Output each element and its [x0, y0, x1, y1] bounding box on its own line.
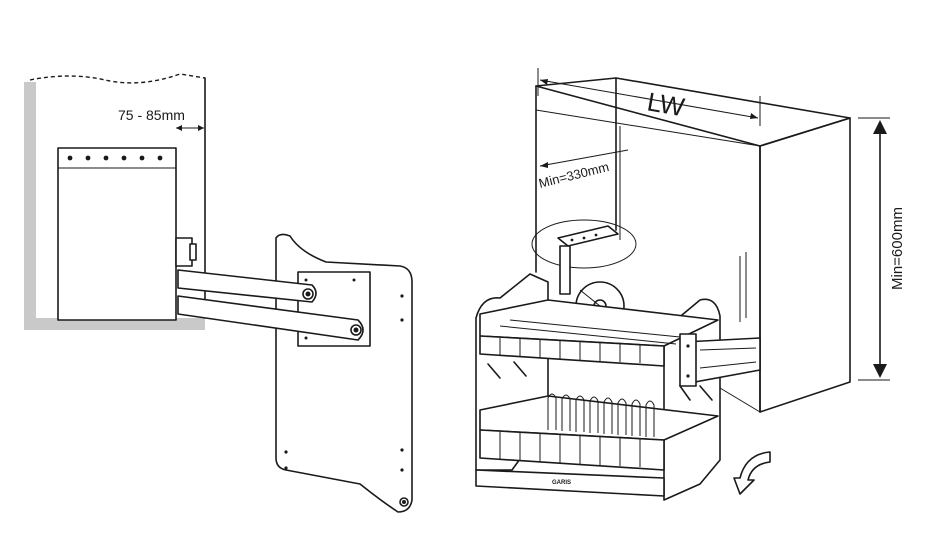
top-bracket — [557, 225, 619, 247]
width-dimension-line — [539, 79, 759, 119]
mounting-holes — [67, 155, 163, 161]
hinge-arm-lower — [177, 295, 364, 341]
brand-label: GARIS — [552, 480, 571, 486]
bracket-highlight — [531, 219, 637, 269]
min-depth-dimension-line — [539, 149, 629, 167]
handle-bar — [475, 469, 665, 497]
depth-range-label: 75 - 85mm — [118, 107, 185, 123]
upper-basket-wires — [499, 319, 691, 363]
cut-line — [29, 73, 206, 84]
lower-basket-wires — [499, 432, 641, 467]
cabinet-right-side — [759, 117, 851, 413]
mounting-plate — [57, 147, 177, 321]
min-height-label: Min=600mm — [889, 207, 906, 290]
hinge-arm-upper — [177, 269, 317, 303]
side-view: 75 - 85mm — [24, 73, 413, 513]
perspective-view: LW Min=330mm Min=600mm — [475, 68, 906, 501]
width-label: LW — [645, 86, 687, 122]
pivot-bottom — [399, 497, 409, 507]
plate-dividers — [547, 393, 655, 437]
cabinet-top — [535, 77, 851, 147]
pull-down-arrow — [733, 451, 771, 495]
lower-basket — [479, 395, 719, 441]
min-depth-label: Min=330mm — [537, 159, 610, 191]
